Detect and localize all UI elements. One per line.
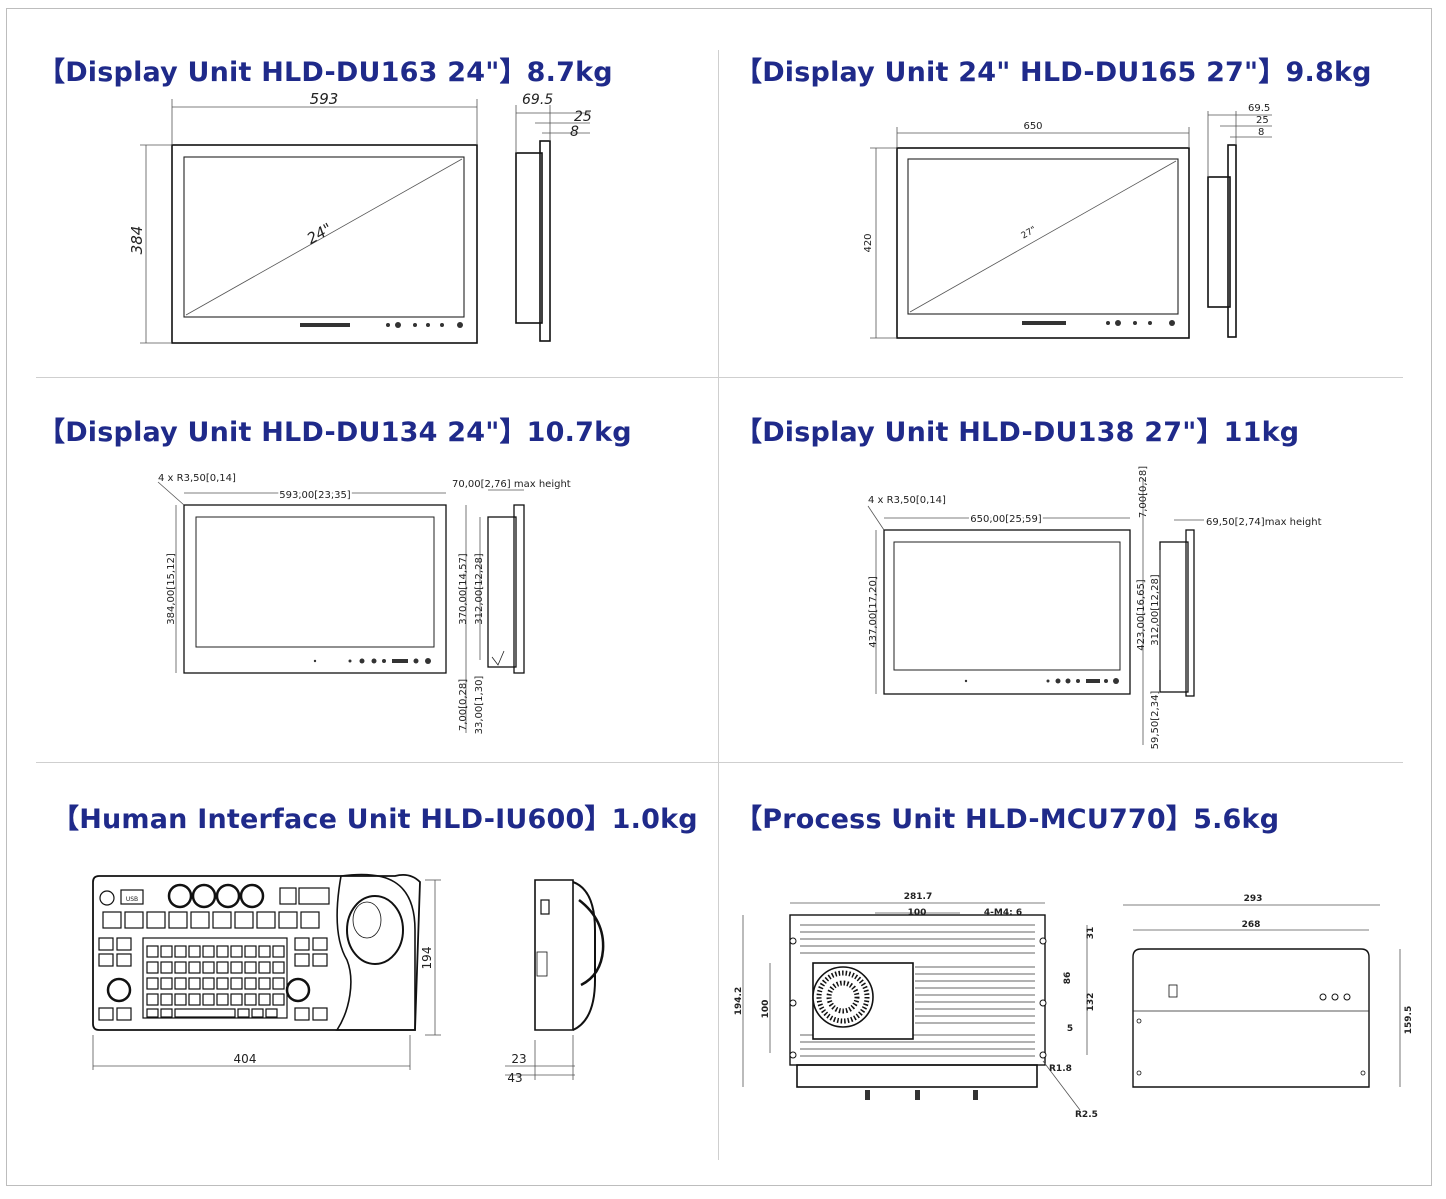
rad2-label: R2.5 — [1075, 1110, 1098, 1120]
width-label: 650,00[25,59] — [970, 514, 1042, 525]
top-view — [742, 902, 1088, 1111]
width-label: 593,00[23,35] — [279, 490, 351, 501]
height-label: 384 — [128, 226, 146, 255]
height-label: 437,00[17,20] — [868, 576, 879, 648]
r2-label: 86 — [1063, 972, 1073, 985]
row-divider-1 — [36, 377, 1403, 378]
depth3-label: 8 — [1258, 127, 1264, 138]
height3-label: 312,00[12,28] — [1150, 574, 1161, 646]
front-view — [1123, 904, 1401, 1088]
top-label: 7,00[0,28] — [1138, 466, 1149, 518]
depth2-label: 25 — [574, 109, 592, 125]
height-label: 194 — [420, 947, 434, 970]
radius-label: 4 x R3,50[0,14] — [868, 495, 946, 506]
side-view — [515, 105, 590, 342]
keyboard-top-view — [92, 873, 421, 1031]
w2-label: 100 — [908, 908, 927, 918]
diagonal-label: 24" — [304, 219, 336, 248]
alpha-keys — [146, 945, 285, 1018]
max-height-label: 69,50[2,74]max height — [1206, 517, 1322, 528]
title-iu600: 【Human Interface Unit HLD-IU600】1.0kg — [52, 804, 698, 835]
function-keys — [102, 911, 320, 929]
sw2-label: 268 — [1242, 920, 1261, 930]
sw1-label: 293 — [1244, 894, 1263, 904]
side-view — [1207, 111, 1272, 338]
bottom1-label: 7,00[0,28] — [458, 679, 469, 731]
width-label: 593 — [310, 90, 339, 108]
page-frame — [6, 8, 1432, 1186]
side-view — [1142, 478, 1204, 745]
diagonal-label: 27" — [1020, 225, 1039, 241]
max-height-label: 70,00[2,76] max height — [452, 479, 571, 490]
usb-label: USB — [126, 896, 138, 903]
sh-label: 159.5 — [1404, 1006, 1414, 1034]
depth-label: 69.5 — [1248, 103, 1270, 114]
front-view — [157, 481, 447, 674]
keyboard-side-view — [505, 879, 605, 1080]
title-du138: 【Display Unit HLD-DU138 27"】11kg — [735, 417, 1300, 448]
height2-label: 370,00[14,57] — [458, 553, 469, 625]
row-divider-2 — [36, 762, 1403, 763]
depth-label: 69.5 — [522, 92, 553, 108]
depth1-label: 23 — [511, 1052, 526, 1066]
h1-label: 194.2 — [734, 987, 744, 1015]
width-label: 650 — [1023, 121, 1042, 132]
depth3-label: 8 — [570, 124, 579, 140]
r3-label: 132 — [1086, 993, 1096, 1012]
column-divider — [718, 50, 719, 1160]
holes-label: 4-M4: 6 — [984, 908, 1022, 918]
front-view — [867, 505, 1131, 695]
r4-label: 5 — [1067, 1024, 1073, 1034]
height-label: 420 — [863, 233, 874, 252]
w1-label: 281.7 — [904, 892, 932, 902]
width-label: 404 — [234, 1052, 257, 1066]
drawing-du138: 4 x R3,50[0,14] 650,00[25,59] 437,00[17,… — [867, 466, 1322, 750]
height3-label: 312,00[12,28] — [474, 553, 485, 625]
side-keys — [98, 937, 328, 1021]
drawing-du165: 650 420 27" 69.5 25 8 — [863, 103, 1272, 339]
front-view — [870, 127, 1190, 339]
drawing-iu600: USB 404 194 23 43 — [92, 873, 605, 1085]
depth2-label: 25 — [1256, 115, 1269, 126]
drawing-du163: 593 384 24" 69.5 25 8 — [128, 90, 592, 344]
front-view — [140, 99, 478, 344]
title-du134: 【Display Unit HLD-DU134 24"】10.7kg — [38, 417, 632, 448]
radius-label: 4 x R3,50[0,14] — [158, 473, 236, 484]
side-view — [465, 489, 525, 733]
drawing-mcu770: 281.7 100 4-M4: 6 194.2 100 31 86 132 5 … — [734, 892, 1414, 1120]
r1-label: 31 — [1086, 927, 1096, 940]
height2-label: 423,00[16,65] — [1136, 579, 1147, 651]
drawing-du134: 4 x R3,50[0,14] 593,00[23,35] 384,00[15,… — [157, 473, 571, 735]
depth2-label: 43 — [507, 1071, 522, 1085]
height-label: 384,00[15,12] — [166, 553, 177, 625]
bottom2-label: 33,00[1,30] — [474, 676, 485, 735]
rad1-label: R1.8 — [1049, 1064, 1072, 1074]
title-mcu770: 【Process Unit HLD-MCU770】5.6kg — [735, 804, 1280, 835]
bottom1-label: 59,50[2,34] — [1150, 691, 1161, 750]
title-du163: 【Display Unit HLD-DU163 24"】8.7kg — [38, 57, 613, 88]
h2-label: 100 — [761, 1000, 771, 1019]
title-du165: 【Display Unit 24" HLD-DU165 27"】9.8kg — [735, 57, 1372, 88]
